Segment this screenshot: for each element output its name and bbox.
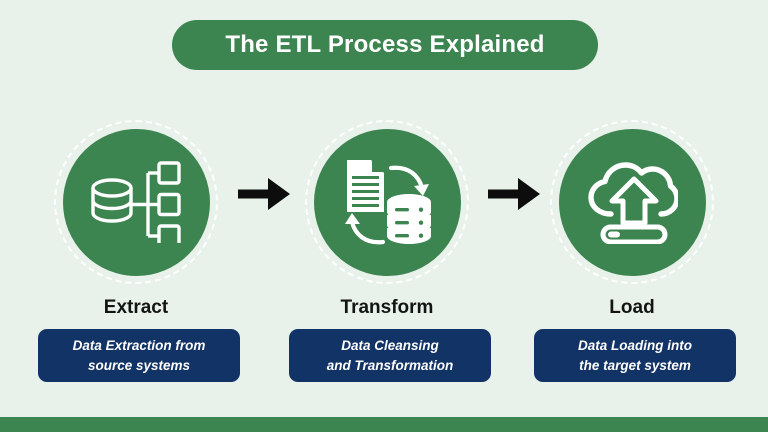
arrow-right-icon [236, 172, 294, 216]
cloud-upload-icon [586, 160, 678, 244]
dashed-ring-decoration [550, 120, 714, 284]
page-title: The ETL Process Explained [225, 31, 545, 58]
stage-label-transform: Transform [340, 297, 434, 318]
description-text-transform: Data Cleansing and Transformation [326, 337, 454, 373]
stage-load: Load Data Loading into the target system [530, 118, 736, 382]
description-box-load: Data Loading into the target system [534, 329, 736, 382]
extract-circle [62, 128, 210, 276]
transform-icon-circle [285, 118, 489, 286]
description-text-extract: Data Extraction from source systems [72, 337, 206, 373]
description-box-extract: Data Extraction from source systems [38, 329, 240, 382]
database-tree-icon [90, 161, 182, 243]
description-text-load: Data Loading into the target system [578, 337, 692, 373]
stage-label-load: Load [609, 297, 655, 318]
stage-label-extract: Extract [103, 297, 169, 318]
stage-extract: Extract Data Extraction from source syst… [34, 118, 240, 382]
extract-icon-circle [34, 118, 238, 286]
load-icon-circle [530, 118, 734, 286]
bottom-accent-bar [0, 417, 768, 432]
title-banner: The ETL Process Explained [172, 20, 598, 70]
document-database-sync-icon [339, 156, 435, 248]
arrow-right-icon [486, 172, 544, 216]
dashed-ring-decoration [54, 120, 218, 284]
dashed-ring-decoration [305, 120, 469, 284]
load-circle [558, 128, 706, 276]
description-box-transform: Data Cleansing and Transformation [289, 329, 491, 382]
stage-transform: Transform Data Cleansing and Transformat… [285, 118, 491, 382]
transform-circle [313, 128, 461, 276]
